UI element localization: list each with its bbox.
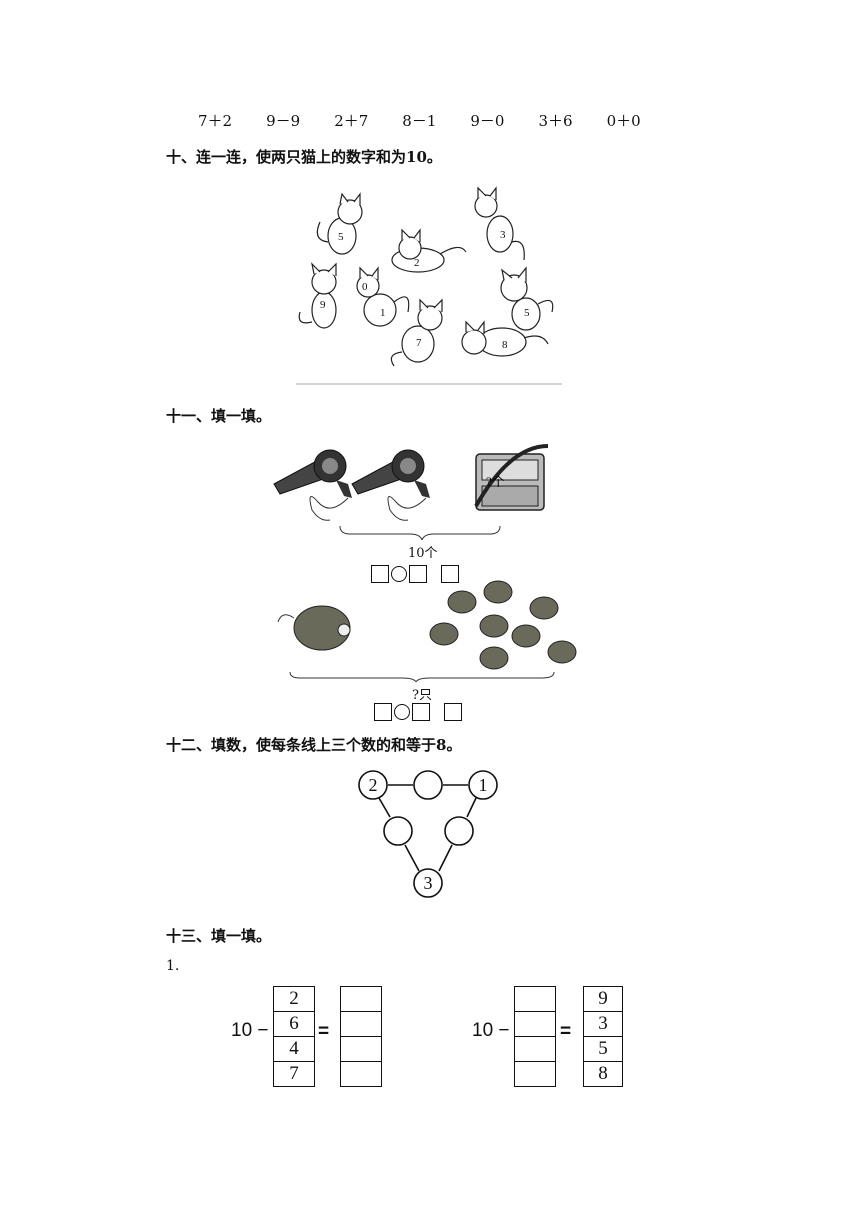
result-cell: 8 <box>584 1062 622 1087</box>
mice-illustration <box>277 580 577 682</box>
cat-number: 5 <box>524 307 530 319</box>
item-number: 1. <box>166 958 180 974</box>
expression-3: 2＋7 <box>334 112 369 130</box>
cat-number: 2 <box>414 257 420 269</box>
cat-number: 5 <box>338 231 344 243</box>
operator-circle[interactable] <box>394 704 410 720</box>
mice-label: ?只 <box>412 688 432 703</box>
subtrahend-cell[interactable] <box>515 1037 555 1062</box>
bag-label: ?个 <box>486 474 505 489</box>
cat-3 <box>474 186 525 261</box>
node-value: 1 <box>479 775 488 795</box>
fill-row-1 <box>371 565 459 583</box>
expression-1: 7＋2 <box>198 112 233 130</box>
total-label: 10个 <box>408 546 438 561</box>
cat-number: 0 <box>362 281 368 293</box>
result-cell[interactable] <box>341 1012 381 1037</box>
expression-2: 9－9 <box>266 112 301 130</box>
cat-9 <box>298 262 337 329</box>
cat-number: 8 <box>502 339 508 351</box>
subtrahend-cell[interactable] <box>515 1012 555 1037</box>
node-value: 3 <box>424 873 433 893</box>
cat-1 <box>356 266 410 327</box>
right-equals: = <box>560 1021 572 1042</box>
right-subtrahend-column <box>514 986 556 1087</box>
cat-number: 9 <box>320 299 326 311</box>
triangle-puzzle: 2 1 3 <box>358 770 498 898</box>
expression-5: 9－0 <box>470 112 505 130</box>
bag-icon <box>474 444 549 511</box>
cat-2 <box>391 228 467 273</box>
left-equals: = <box>318 1021 330 1042</box>
section11-heading: 十一、填一填。 <box>166 407 272 425</box>
section13-heading: 十三、填一填。 <box>166 927 272 945</box>
answer-box[interactable] <box>412 703 430 721</box>
section12-heading: 十二、填数，使每条线上三个数的和等于8。 <box>166 736 462 754</box>
node-top-left <box>358 770 388 800</box>
answer-box[interactable] <box>409 565 427 583</box>
right-result-column: 9 3 5 8 <box>583 986 623 1087</box>
operator-circle[interactable] <box>391 566 407 582</box>
left-minuend: 10 − <box>231 1020 269 1041</box>
cat-number: 3 <box>500 229 506 241</box>
subtrahend-cell: 2 <box>274 987 314 1012</box>
dryers-bag-illustration: ?个 <box>273 444 549 540</box>
subtrahend-cell: 6 <box>274 1012 314 1037</box>
answer-box[interactable] <box>441 565 459 583</box>
node-mid-right[interactable] <box>444 816 474 846</box>
left-subtrahend-column: 2 6 4 7 <box>273 986 315 1087</box>
result-cell[interactable] <box>341 1062 381 1087</box>
node-mid-left[interactable] <box>383 816 413 846</box>
result-cell: 3 <box>584 1012 622 1037</box>
answer-box[interactable] <box>374 703 392 721</box>
cat-number: 1 <box>380 307 386 319</box>
subtrahend-cell[interactable] <box>515 987 555 1012</box>
result-cell: 5 <box>584 1037 622 1062</box>
left-result-column <box>340 986 382 1087</box>
expression-6: 3＋6 <box>538 112 573 130</box>
expression-7: 0＋0 <box>606 112 641 130</box>
subtrahend-cell[interactable] <box>515 1062 555 1087</box>
answer-box[interactable] <box>371 565 389 583</box>
cat-7 <box>390 298 443 367</box>
cat-5-a <box>316 192 363 255</box>
cat-5-b <box>500 266 554 331</box>
cat-number: 7 <box>416 337 422 349</box>
hair-dryer-icon <box>273 449 352 521</box>
result-cell[interactable] <box>341 987 381 1012</box>
small-mice-group <box>429 580 577 670</box>
big-mouse-icon <box>277 605 351 651</box>
node-value: 2 <box>369 775 378 795</box>
fill-row-2 <box>374 703 462 721</box>
subtrahend-cell: 4 <box>274 1037 314 1062</box>
result-cell[interactable] <box>341 1037 381 1062</box>
node-top-right <box>468 770 498 800</box>
cats-illustration: 5 2 3 9 0 1 7 5 8 <box>296 186 562 385</box>
expression-4: 8－1 <box>402 112 437 130</box>
expressions-row: 7＋2 9－9 2＋7 8－1 9－0 3＋6 0＋0 <box>198 110 675 131</box>
cat-8 <box>461 320 549 357</box>
right-minuend: 10 − <box>472 1020 510 1041</box>
result-cell: 9 <box>584 987 622 1012</box>
answer-box[interactable] <box>444 703 462 721</box>
subtrahend-cell: 7 <box>274 1062 314 1087</box>
hair-dryer-icon <box>351 449 430 521</box>
node-bottom <box>413 868 443 898</box>
node-top-middle[interactable] <box>413 770 443 800</box>
section10-heading: 十、连一连，使两只猫上的数字和为10。 <box>166 148 442 166</box>
